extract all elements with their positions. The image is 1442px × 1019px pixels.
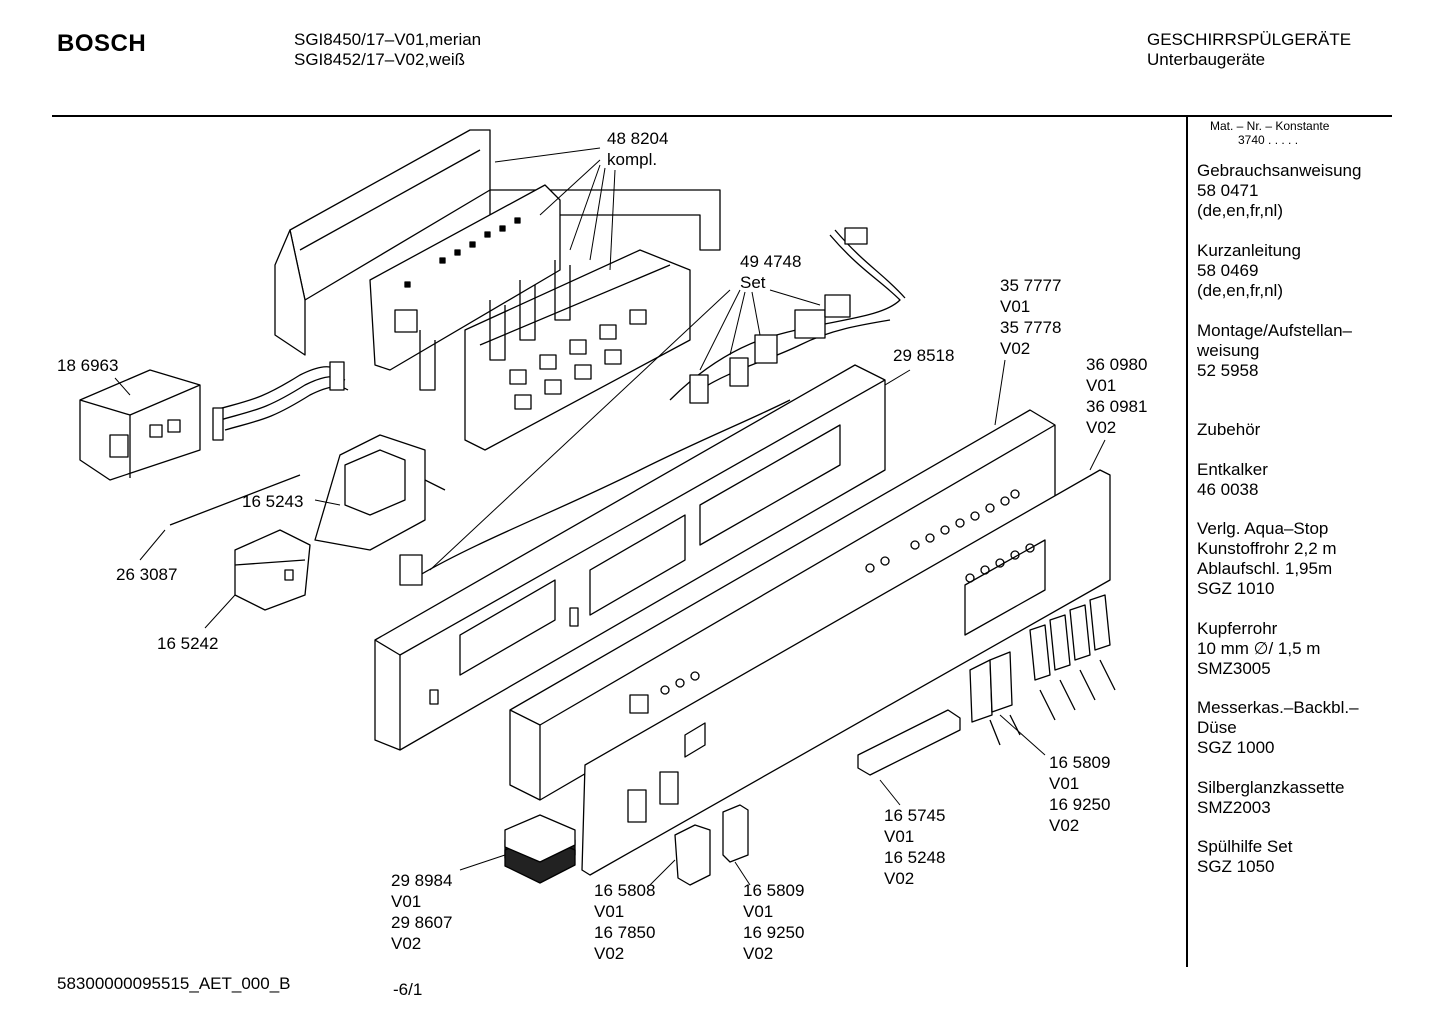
button-cluster-part bbox=[969, 594, 1116, 746]
front-frame-part bbox=[374, 364, 886, 751]
accessory-heading: Zubehör bbox=[1197, 420, 1261, 439]
small-switch-parts bbox=[674, 804, 749, 886]
door-lock-part bbox=[314, 434, 446, 551]
model-line-1: SGI8450/17–V01,merian bbox=[294, 30, 482, 49]
leader-lines bbox=[114, 147, 1106, 886]
ribbon-cable-part bbox=[212, 361, 349, 441]
label-29-8518: 29 8518 bbox=[893, 346, 955, 365]
model-line-2: SGI8452/17–V02,weiß bbox=[294, 50, 466, 69]
label-18-6963: 18 6963 bbox=[57, 356, 119, 375]
trim-strip-part bbox=[857, 709, 961, 776]
mat-number-value: 3740 . . . . . bbox=[1238, 133, 1299, 147]
document-code: 58300000095515_AET_000_B bbox=[57, 974, 291, 993]
category-line-2: Unterbaugeräte bbox=[1147, 50, 1266, 69]
fascia-panel-part bbox=[581, 469, 1111, 876]
sidebar-divider bbox=[1186, 117, 1188, 967]
header-divider bbox=[52, 115, 1392, 117]
model-numbers: SGI8450/17–V01,merian SGI8452/17–V02,wei… bbox=[294, 30, 481, 70]
switch-part bbox=[234, 529, 311, 611]
brand-logo: BOSCH bbox=[57, 30, 147, 57]
label-16-5242: 16 5242 bbox=[157, 634, 219, 653]
page-number: -6/1 bbox=[393, 980, 423, 999]
label-26-3087: 26 3087 bbox=[116, 565, 178, 584]
mat-number-header: Mat. – Nr. – Konstante bbox=[1210, 119, 1330, 133]
category-line-1: GESCHIRRSPÜLGERÄTE bbox=[1147, 30, 1352, 49]
relay-holder-part bbox=[419, 249, 691, 451]
appliance-category: GESCHIRRSPÜLGERÄTE Unterbaugeräte bbox=[1147, 30, 1351, 70]
label-16-5243: 16 5243 bbox=[242, 492, 304, 511]
circuit-board-part bbox=[369, 184, 561, 371]
seal-stack-part bbox=[504, 814, 576, 884]
exploded-parts-drawing bbox=[79, 129, 1116, 886]
control-module-part bbox=[79, 369, 201, 481]
wire-part bbox=[169, 474, 301, 526]
wiring-harness-part bbox=[399, 227, 906, 586]
